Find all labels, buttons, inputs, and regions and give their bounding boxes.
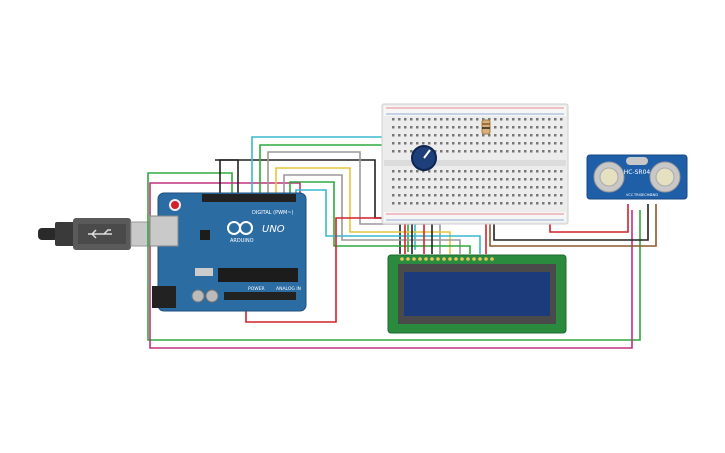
ultrasonic-sensor: HC-SR04 VCC TRIG ECHO GND (586, 154, 688, 200)
breadboard (381, 103, 569, 225)
sensor-pin-gnd: GND (650, 193, 658, 197)
sensor-model-label: HC-SR04 (624, 169, 651, 176)
lcd-display (387, 254, 567, 334)
arduino-logo-icon (227, 221, 253, 235)
usb-plug-icon (88, 229, 112, 239)
board-model-label: UNO (262, 224, 285, 235)
sensor-pin-vcc: VCC (626, 193, 634, 197)
analog-label: ANALOG IN (276, 286, 301, 292)
usb-cable (38, 218, 162, 250)
resistor-icon (481, 119, 491, 135)
sensor-pin-echo: ECHO (642, 193, 652, 197)
digital-label: DIGITAL (PWM~) (252, 210, 294, 216)
lcd-pins (400, 257, 494, 261)
potentiometer-knob-icon (411, 145, 437, 171)
brand-label: ARDUINO (230, 238, 254, 244)
arduino-board: UNO ARDUINO DIGITAL (PWM~) POWER ANALOG … (149, 192, 307, 312)
power-label: POWER (248, 286, 265, 292)
sensor-pin-trig: TRIG (633, 193, 643, 197)
